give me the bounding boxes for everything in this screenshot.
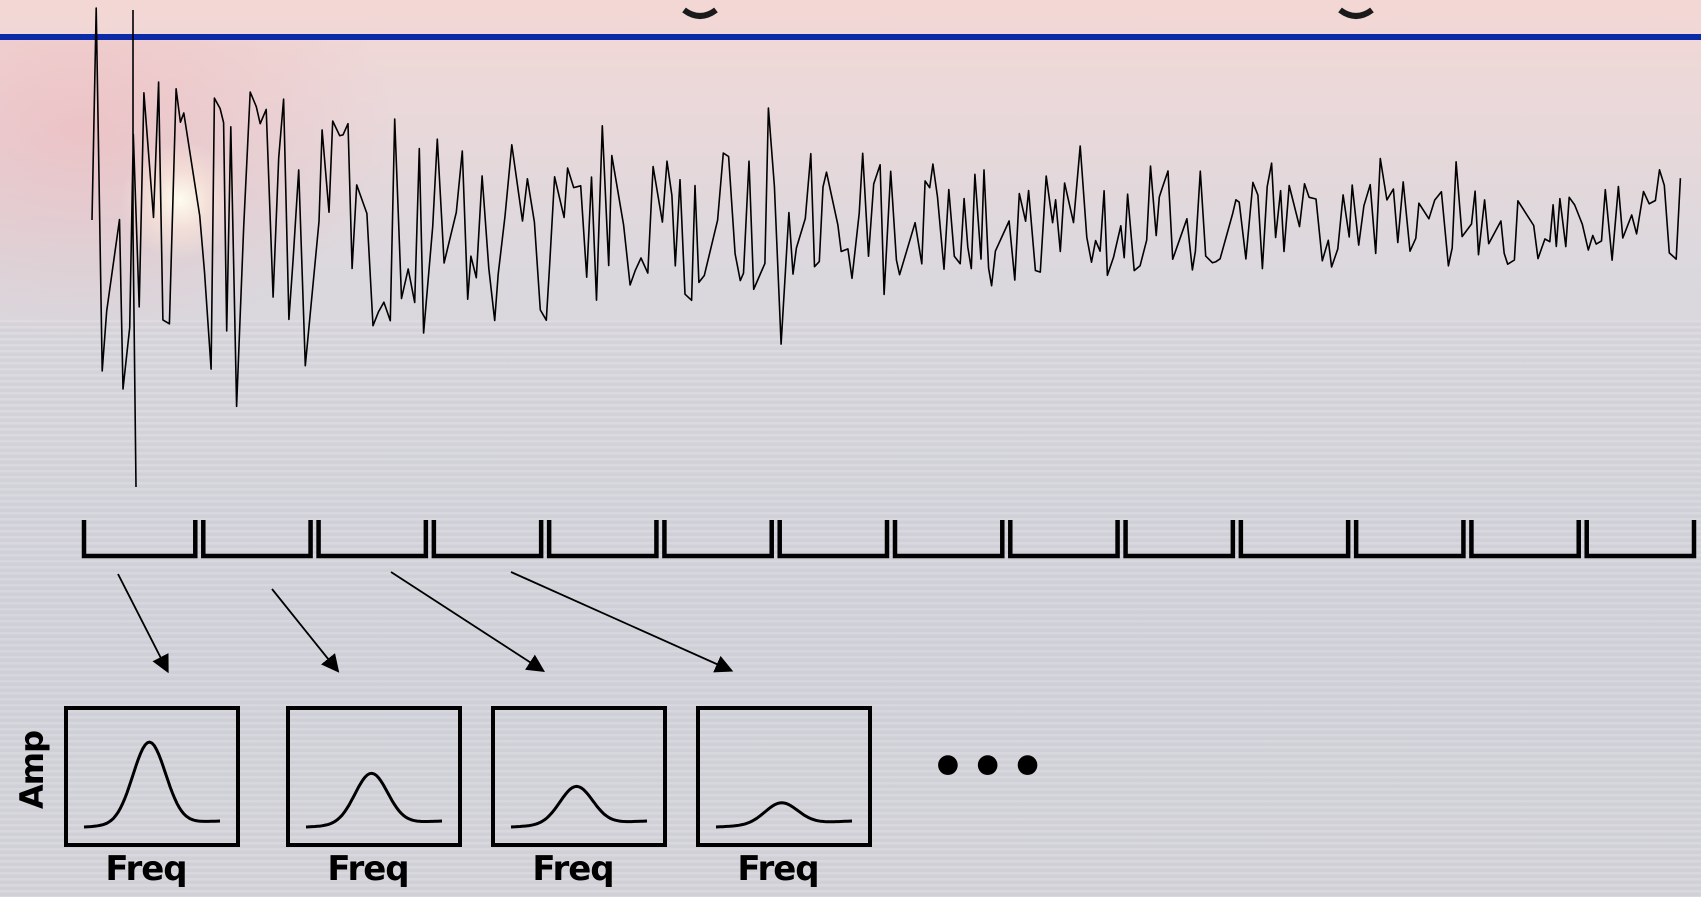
spectrum-box (491, 706, 667, 847)
time-windows (81, 520, 1697, 559)
freq-axis-label: Freq (737, 849, 819, 889)
time-window-bracket (201, 520, 313, 559)
time-window-bracket (431, 520, 544, 559)
title-glyph-fragment (1338, 7, 1374, 19)
arrow (117, 573, 169, 674)
time-window-bracket (1008, 520, 1120, 559)
spectrum-box (286, 706, 462, 847)
time-window-bracket (1584, 520, 1697, 559)
amp-axis-label: Amp (13, 730, 51, 810)
spectrum-box (64, 706, 240, 847)
continuation-ellipsis: ••• (930, 735, 1050, 800)
arrow (271, 588, 340, 673)
time-window-bracket (316, 520, 429, 559)
time-window-bracket (1353, 520, 1466, 559)
time-window-bracket (546, 520, 659, 559)
spectrum-curve (715, 801, 853, 829)
spectrum-curve (305, 771, 443, 829)
time-window-bracket (892, 520, 1005, 559)
spectrum-box (696, 706, 872, 847)
window-to-spectrum-arrows (117, 571, 734, 674)
arrow (510, 571, 734, 673)
time-window-bracket (1469, 520, 1581, 559)
title-rule (0, 34, 1701, 40)
arrow (390, 571, 546, 672)
title-glyph-fragment (682, 7, 718, 19)
spectrum-curve (83, 740, 221, 829)
background-sea (0, 320, 1701, 897)
spectrum-panels (64, 706, 872, 847)
freq-axis-label: Freq (105, 849, 187, 889)
seismogram-waveform (91, 7, 1682, 488)
time-window-bracket (1238, 520, 1351, 559)
freq-axis-label: Freq (327, 849, 409, 889)
time-window-bracket (1123, 520, 1236, 559)
time-window-bracket (662, 520, 774, 559)
time-window-bracket (777, 520, 890, 559)
freq-axis-label: Freq (532, 849, 614, 889)
time-window-bracket (81, 520, 198, 559)
spectrum-curve (510, 784, 648, 829)
